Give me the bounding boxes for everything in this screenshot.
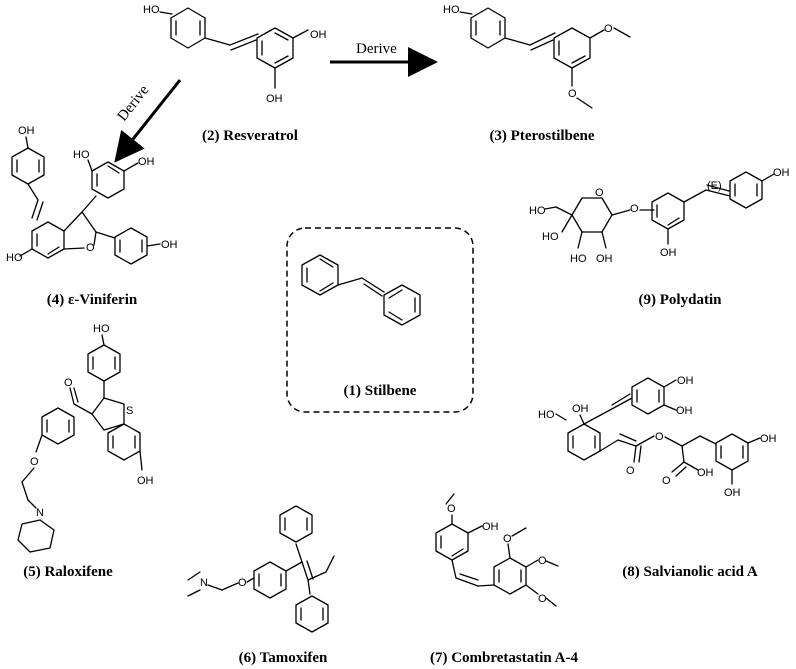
- atom-label: OH: [724, 487, 741, 499]
- atom-label: OH: [137, 475, 154, 487]
- stilbene-dashed-box: [286, 227, 474, 413]
- compound-salvianolic-acid-a: OH HO OH OH O O O OH: [538, 375, 777, 580]
- caption-tamoxifen: (6) Tamoxifen: [239, 650, 328, 666]
- caption-pterostilbene: (3) Pterostilbene: [489, 128, 594, 144]
- atom-label: OH: [572, 403, 589, 415]
- compound-combretastatin-a4: O OH O O O (7) Combretastatin A-4: [430, 493, 579, 666]
- atom-label: OH: [482, 521, 499, 533]
- atom-label: OH: [760, 433, 777, 445]
- atom-label: O: [503, 533, 512, 545]
- atom-label: HO: [570, 253, 587, 265]
- atom-label: HO: [538, 409, 555, 421]
- atom-label: HO: [443, 4, 460, 16]
- atom-label: HO: [143, 4, 160, 16]
- atom-label: O: [604, 23, 613, 35]
- atom-label: OH: [596, 253, 613, 265]
- atom-label: OH: [138, 156, 155, 168]
- compound-stilbene: (1) Stilbene: [286, 227, 474, 413]
- atom-label: OH: [18, 125, 35, 137]
- atom-label: O: [538, 555, 547, 567]
- derive-label-right: Derive: [356, 41, 397, 57]
- atom-label: OH: [773, 167, 790, 179]
- derive-arrow-down-left: Derive: [114, 79, 182, 163]
- compound-resveratrol: HO OH OH (2) Resveratrol: [143, 4, 327, 144]
- atom-label: HO: [73, 149, 90, 161]
- atom-label: HO: [6, 252, 23, 264]
- atom-label: OH: [677, 375, 694, 387]
- atom-label: O: [64, 377, 73, 389]
- compound-polydatin: O HO HO HO OH O OH (E) OH (9) Polydatin: [529, 167, 790, 308]
- derive-arrow-right: Derive: [330, 41, 438, 77]
- atom-label: HO: [542, 231, 559, 243]
- atom-label: OH: [266, 93, 283, 105]
- compound-raloxifene: HO S OH O O N (5) Raloxifene: [17, 323, 154, 580]
- atom-label: O: [655, 431, 664, 443]
- atom-label: (E): [707, 180, 722, 192]
- caption-raloxifene: (5) Raloxifene: [23, 564, 113, 580]
- atom-label: O: [630, 203, 639, 215]
- atom-label: O: [30, 456, 39, 468]
- caption-stilbene: (1) Stilbene: [344, 383, 417, 399]
- atom-label: O: [595, 187, 604, 199]
- atom-label: OH: [161, 239, 178, 251]
- atom-label: OH: [676, 405, 693, 417]
- atom-label: OH: [310, 29, 327, 41]
- atom-label: O: [626, 465, 635, 477]
- compound-pterostilbene: HO O O (3) Pterostilbene: [443, 4, 631, 144]
- atom-label: O: [86, 242, 95, 254]
- caption-polydatin: (9) Polydatin: [639, 292, 723, 308]
- caption-resveratrol: (2) Resveratrol: [202, 128, 298, 144]
- atom-label: S: [126, 405, 133, 417]
- atom-label: OH: [660, 247, 677, 259]
- atom-label: O: [238, 577, 247, 589]
- atom-label: OH: [697, 467, 714, 479]
- caption-salvianolic-acid-a: (8) Salvianolic acid A: [622, 564, 758, 580]
- derive-label-left: Derive: [115, 82, 153, 124]
- atom-label: N: [200, 577, 208, 589]
- atom-label: O: [538, 593, 547, 605]
- atom-label: O: [568, 88, 577, 100]
- compound-epsilon-viniferin: OH HO O OH HO OH (4) ε-Viniferin: [6, 125, 178, 308]
- atom-label: HO: [93, 323, 110, 335]
- atom-label: N: [36, 507, 44, 519]
- caption-epsilon-viniferin: (4) ε-Viniferin: [47, 292, 138, 308]
- atom-label: O: [447, 503, 456, 515]
- atom-label: HO: [529, 205, 546, 217]
- compound-tamoxifen: N O (6) Tamoxifen: [187, 505, 335, 666]
- atom-label: O: [662, 475, 671, 487]
- caption-combretastatin-a4: (7) Combretastatin A-4: [430, 650, 579, 666]
